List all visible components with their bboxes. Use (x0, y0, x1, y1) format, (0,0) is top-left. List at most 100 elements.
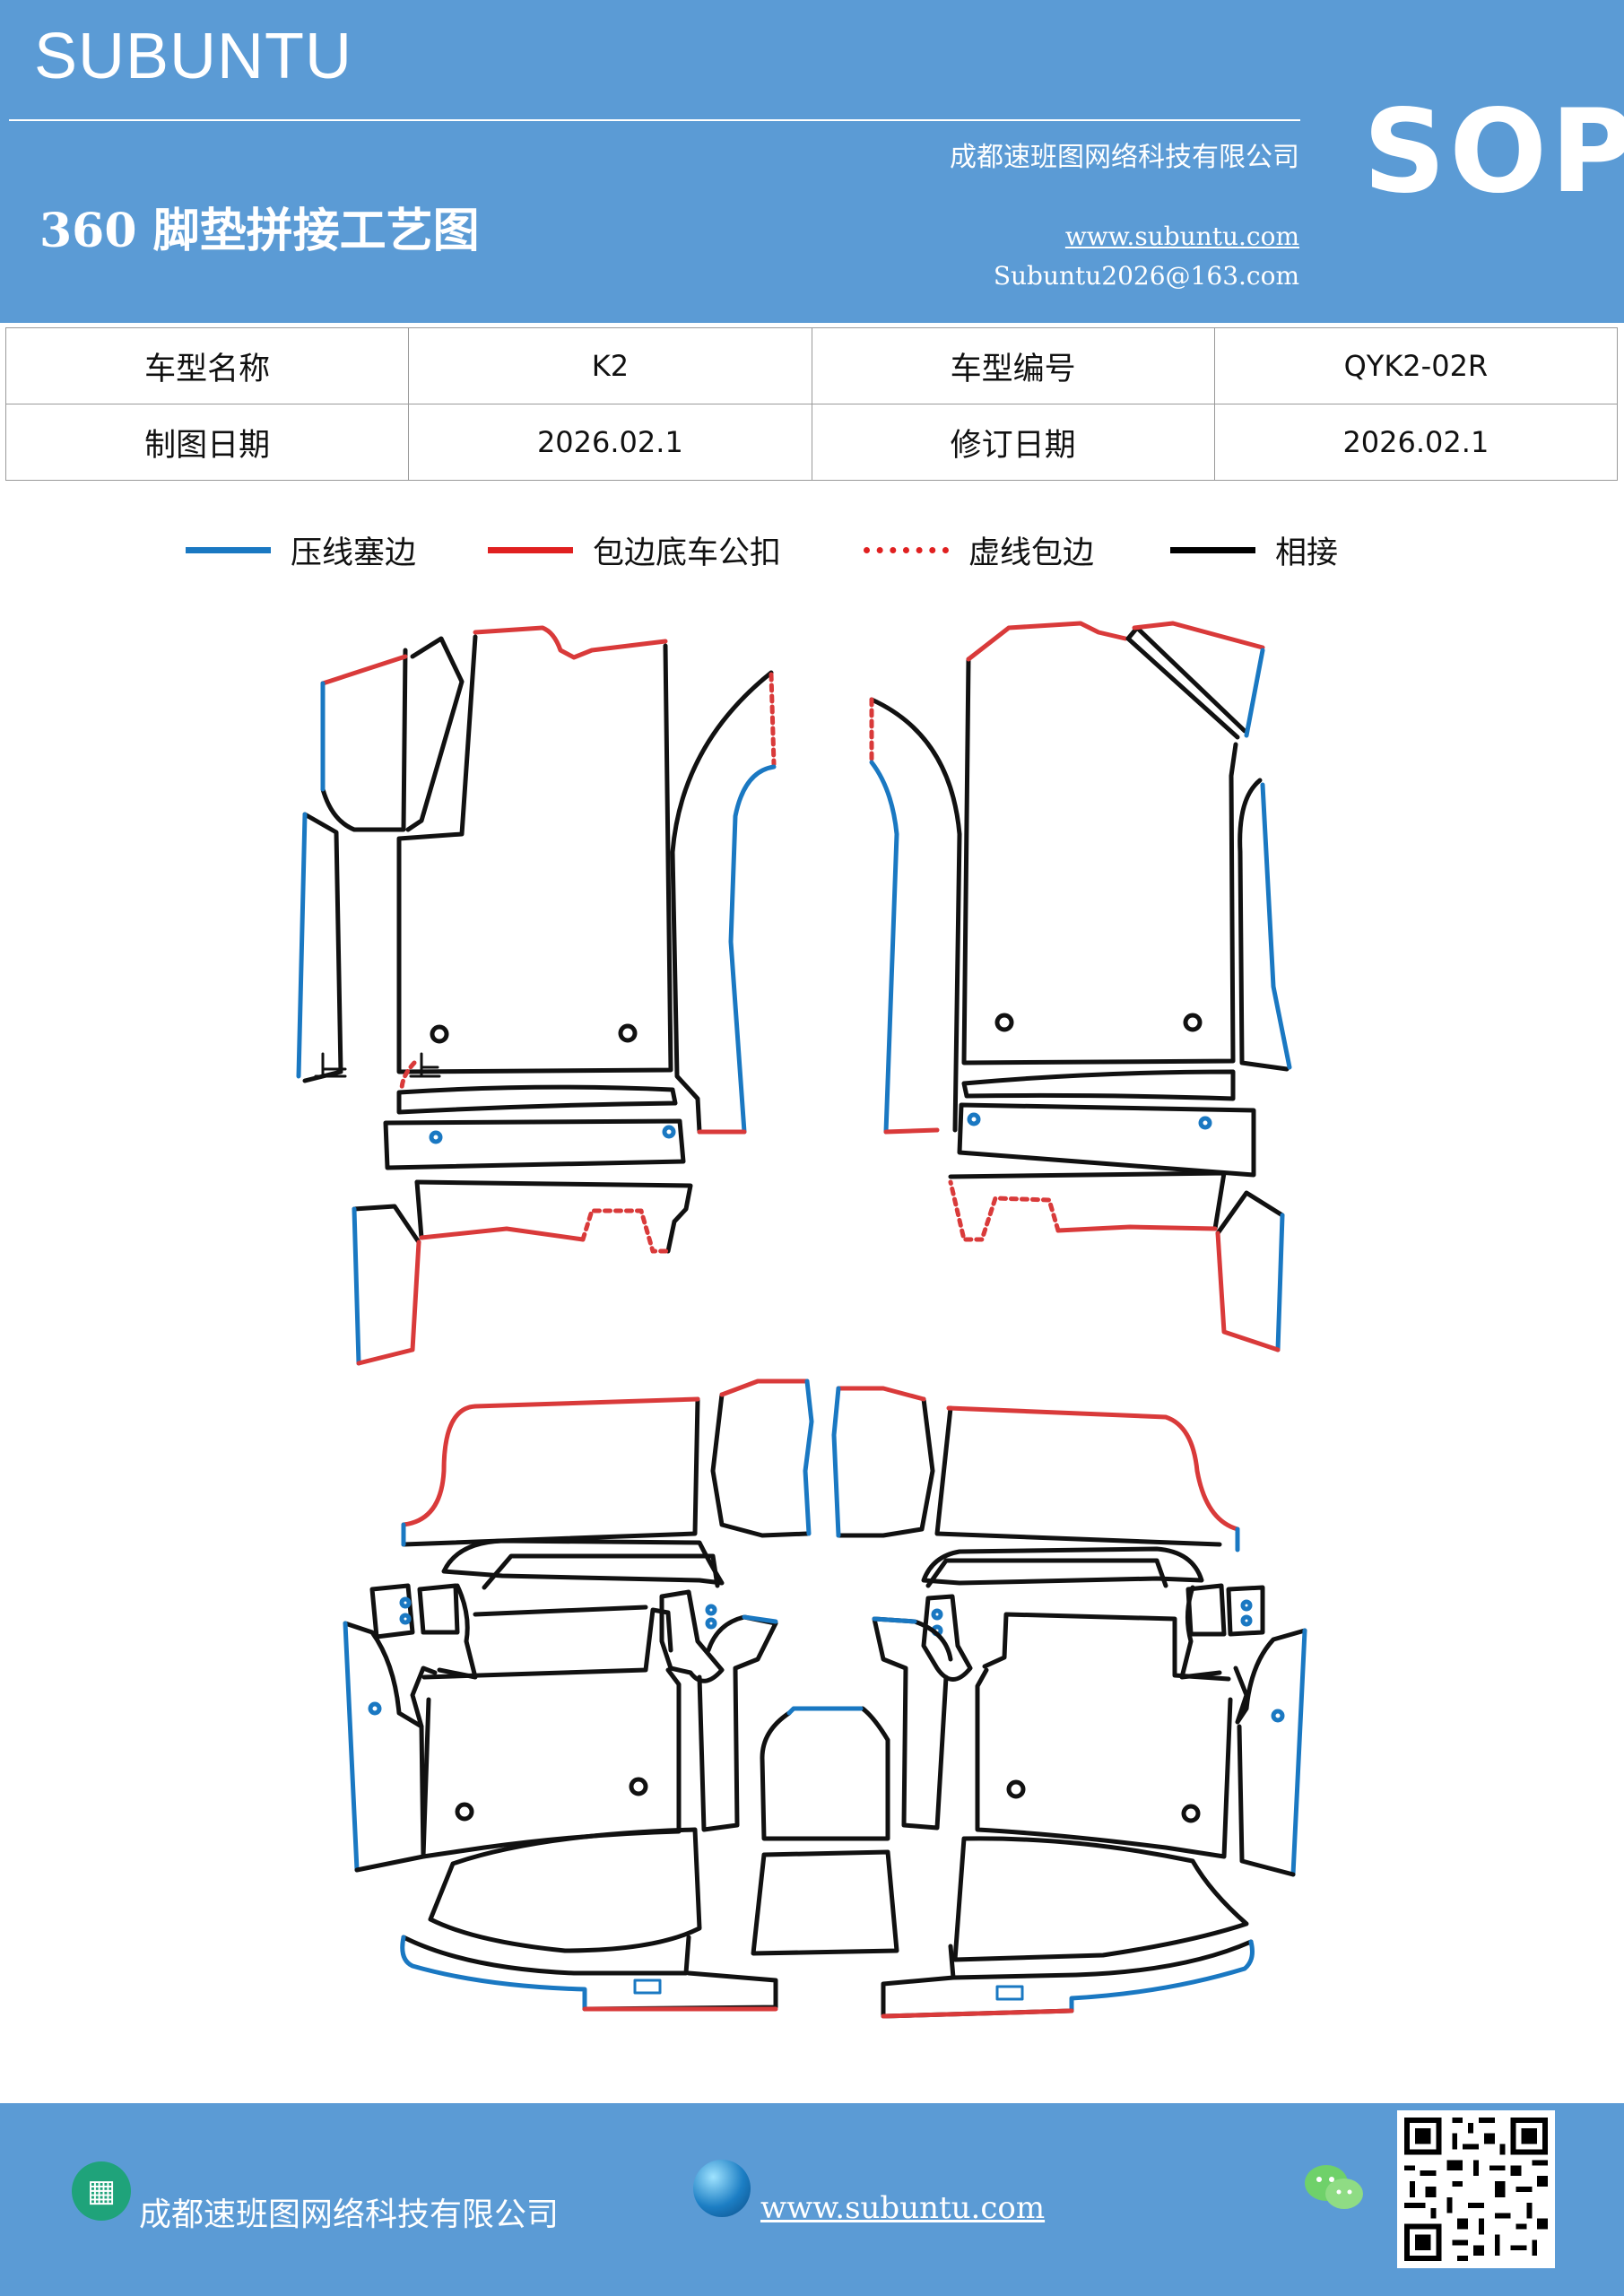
mat-edge (803, 1378, 814, 1536)
legend-swatch (1170, 547, 1255, 553)
mat-tab (409, 1052, 441, 1078)
mat-edge (1055, 1224, 1218, 1233)
mat-piece (354, 1724, 426, 1873)
mat-piece (948, 1939, 1254, 1980)
header-email: Subuntu2026@163.com (993, 261, 1299, 291)
mat-edge (786, 1706, 864, 1716)
mat-edge (419, 1226, 586, 1242)
mat-piece (417, 1583, 460, 1635)
front-left-mats (296, 625, 777, 1366)
sop-badge: SOP (1363, 85, 1624, 219)
table-cell-label: 车型编号 (811, 327, 1215, 404)
clip-hole (1198, 1116, 1212, 1130)
brand-logo-text: SUBUNTU (34, 21, 353, 92)
mat-piece (1238, 778, 1290, 1072)
mat-edge (1215, 1231, 1281, 1352)
mat-piece (396, 1084, 678, 1115)
wechat-icon[interactable] (1303, 2161, 1366, 2215)
floor-mat-diagram (296, 621, 1307, 2019)
legend-swatch (186, 547, 271, 553)
rear-right-mats (831, 1386, 1307, 2019)
mat-piece (383, 1118, 686, 1170)
mat-edge (872, 1616, 917, 1624)
table-cell-label: 车型名称 (4, 327, 410, 404)
mat-edge (399, 1060, 417, 1092)
clip-hole (1240, 1599, 1253, 1612)
mat-piece (343, 1621, 438, 1729)
mat-edge (1290, 1628, 1307, 1877)
mat-piece (934, 1405, 1222, 1547)
clip-hole (931, 1608, 943, 1621)
mat-piece (948, 1170, 1227, 1231)
clip-hole (429, 1130, 443, 1144)
building-icon: ▦ (72, 2161, 131, 2221)
mat-piece (441, 1538, 725, 1586)
mat-piece (1125, 625, 1247, 734)
mat-piece (659, 1589, 725, 1683)
mat-piece (751, 1849, 899, 1956)
mat-piece (872, 1616, 953, 1831)
mounting-hole (1181, 1804, 1201, 1823)
mat-piece (401, 1396, 700, 1547)
legend-item-red: 包边底车公扣 (488, 527, 781, 573)
mat-edge (728, 764, 777, 1135)
mat-piece (414, 1179, 693, 1254)
mat-piece (982, 1612, 1231, 1682)
mat-edge (473, 625, 668, 660)
legend-item-blue: 压线塞边 (186, 527, 416, 573)
mat-piece (473, 1605, 648, 1617)
mat-edge (1132, 621, 1265, 650)
table-cell-label: 修订日期 (811, 404, 1215, 481)
clip-hole (705, 1604, 717, 1616)
mat-piece (401, 1935, 691, 1976)
clip-hole (662, 1125, 676, 1139)
mat-piece (421, 1667, 682, 1859)
mat-edge (1260, 782, 1292, 1070)
mat-edge (769, 672, 777, 767)
footer-website-link[interactable]: www.subuntu.com (760, 2190, 1046, 2226)
header-company: 成都速班图网络科技有限公司 (950, 142, 1299, 173)
mat-piece (396, 634, 673, 1074)
clip-hole (399, 1596, 412, 1609)
mat-piece (302, 812, 343, 1083)
table-row: 制图日期 2026.02.1 修订日期 2026.02.1 (4, 404, 1619, 481)
mat-piece (961, 657, 1238, 1065)
rear-left-mats (343, 1378, 814, 2012)
mat-piece (421, 1607, 673, 1680)
mat-edge (401, 1396, 700, 1527)
mat-piece (428, 1827, 702, 1953)
mat-piece (925, 1558, 1168, 1588)
mat-piece (975, 1667, 1233, 1859)
mat-piece (697, 1614, 778, 1832)
mat-piece (482, 1553, 720, 1590)
table-cell-value: K2 (408, 327, 812, 404)
mat-edge (836, 1386, 926, 1402)
info-table: 车型名称 K2 车型编号 QYK2-02R 制图日期 2026.02.1 修订日… (4, 327, 1619, 481)
table-cell-label: 制图日期 (4, 404, 410, 481)
table-cell-value: QYK2-02R (1213, 327, 1619, 404)
mat-piece (921, 1546, 1204, 1586)
mat-edge (343, 1621, 360, 1873)
mounting-hole (1183, 1013, 1203, 1032)
mat-piece (952, 1836, 1249, 1962)
mat-piece (1185, 1583, 1227, 1637)
mat-piece (836, 1396, 935, 1538)
front-right-mats (869, 621, 1292, 1352)
mat-edge (1275, 1213, 1285, 1352)
table-cell-value: 2026.02.1 (408, 404, 812, 481)
header-banner (0, 0, 1624, 323)
legend-label: 压线塞边 (291, 535, 417, 571)
page-title: 360 脚垫拼接工艺图 (39, 204, 480, 258)
clip-hole (1240, 1614, 1253, 1627)
mat-piece (957, 1102, 1256, 1178)
mat-piece (1226, 1585, 1265, 1637)
mat-piece (869, 697, 962, 1133)
clip-hole (705, 1617, 717, 1630)
mounting-hole (994, 1013, 1014, 1032)
mat-piece (1125, 636, 1240, 740)
header-website-link[interactable]: www.subuntu.com (1064, 222, 1299, 251)
mat-piece (760, 1706, 890, 1841)
rear-center-mats (751, 1706, 899, 1956)
legend-label: 相接 (1275, 535, 1339, 571)
mat-edge (1069, 1939, 1255, 2013)
